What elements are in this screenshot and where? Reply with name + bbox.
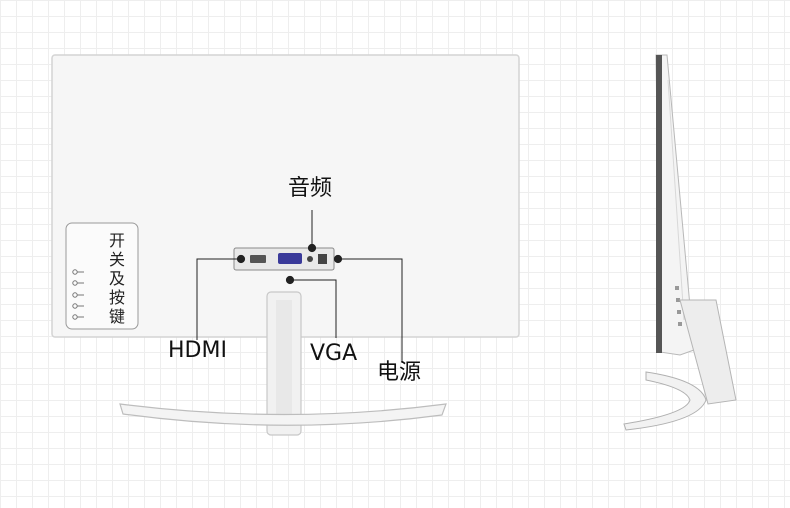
audio-port-icon [307,256,313,262]
buttons-label-char: 及 [108,269,125,288]
leader-lines [196,210,403,363]
buttons-label-char: 键 [108,307,125,326]
buttons-label-char: 开 [108,231,125,250]
buttons-label-char: 关 [108,250,125,269]
buttons-label-char: 按 [108,288,125,307]
side-buttons-icons [72,269,84,320]
audio-label: 音频 [288,176,333,201]
power-port-icon [318,254,327,264]
hdmi-label: HDMI [168,338,227,363]
vga-port-icon [278,253,302,264]
vga-label: VGA [310,341,358,366]
power-label: 电源 [377,360,422,385]
monitor-side-profile [623,54,737,431]
stand-base [119,403,447,426]
hdmi-port-icon [250,255,266,263]
buttons-plate [65,222,139,330]
